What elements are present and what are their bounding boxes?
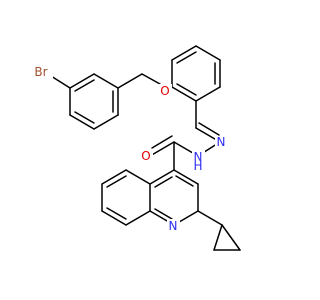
amide-nitrogen-label: N — [194, 150, 203, 164]
bond-ch-to-n-double — [198, 122, 220, 136]
bond-carbonyl-o-double — [151, 135, 173, 149]
quinoline-nitrogen-label: N — [169, 219, 178, 233]
bromophenyl-ring — [69, 73, 119, 130]
bond-carbonyl-o — [149, 141, 175, 157]
cyclopropyl-ring — [197, 210, 241, 251]
bromine-atom-label: Br — [34, 65, 47, 79]
quinoline-benzene-ring — [101, 169, 151, 226]
quinoline-pyridine-ring — [149, 169, 199, 226]
bond-ring-to-ch2 — [117, 73, 143, 89]
amide-hydrogen-label: H — [193, 159, 202, 173]
bond-ring-to-br — [50, 75, 71, 89]
ether-phenyl-ring — [171, 45, 221, 102]
carbonyl-oxygen-label: O — [141, 149, 150, 163]
imine-nitrogen-label: N — [217, 135, 226, 149]
bond-ch2-to-o — [141, 73, 161, 85]
ether-oxygen-label: O — [160, 84, 169, 98]
molecule-structure: Br O O N N H N — [34, 45, 241, 251]
